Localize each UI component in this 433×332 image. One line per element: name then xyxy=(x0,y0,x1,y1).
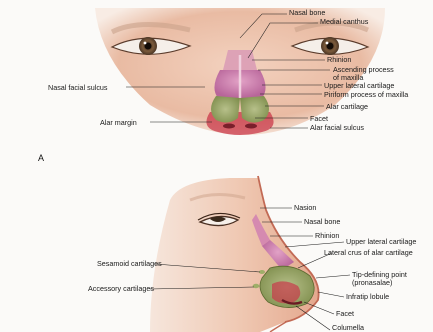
label-alar-facial-sulcus: Alar facial sulcus xyxy=(310,123,364,132)
right-alar-cartilage-shape xyxy=(240,96,269,123)
right-nostril xyxy=(245,124,257,129)
label-facet-front: Facet xyxy=(310,114,328,123)
panel-label: A xyxy=(38,153,44,163)
label-upper-lateral-cartilage-side: Upper lateral cartilage xyxy=(346,237,416,246)
label-nasion: Nasion xyxy=(294,203,316,212)
side-view xyxy=(150,176,319,332)
left-nostril xyxy=(223,124,235,129)
label-nasal-bone-side: Nasal bone xyxy=(304,217,340,226)
label-nasal-bone-front: Nasal bone xyxy=(289,8,325,17)
label-columella: Columella xyxy=(332,323,364,332)
label-rhinion-front: Rhinion xyxy=(327,55,351,64)
label-lateral-crus: Lateral crus of alar cartilage xyxy=(324,248,413,257)
label-medial-canthus: Medial canthus xyxy=(320,17,369,26)
accessory-cartilage-shape xyxy=(253,284,260,288)
label-alar-cartilage: Alar cartilage xyxy=(326,102,368,111)
label-alar-margin: Alar margin xyxy=(100,118,137,127)
label-upper-lateral-cartilage-front: Upper lateral cartilage xyxy=(324,81,394,90)
label-rhinion-side: Rhinion xyxy=(315,231,339,240)
label-accessory-cartilages: Accessory cartilages xyxy=(88,284,154,293)
label-sesamoid-cartilages: Sesamoid cartilages xyxy=(97,259,162,268)
left-alar-cartilage-shape xyxy=(211,96,240,123)
label-tip-defining-2: (pronasalae) xyxy=(352,278,392,287)
label-infratip-lobule: Infratip lobule xyxy=(346,292,389,301)
label-piriform-process: Piriform process of maxilla xyxy=(324,90,408,99)
label-nasal-facial-sulcus: Nasal facial sulcus xyxy=(48,83,108,92)
label-facet-side: Facet xyxy=(336,309,354,318)
